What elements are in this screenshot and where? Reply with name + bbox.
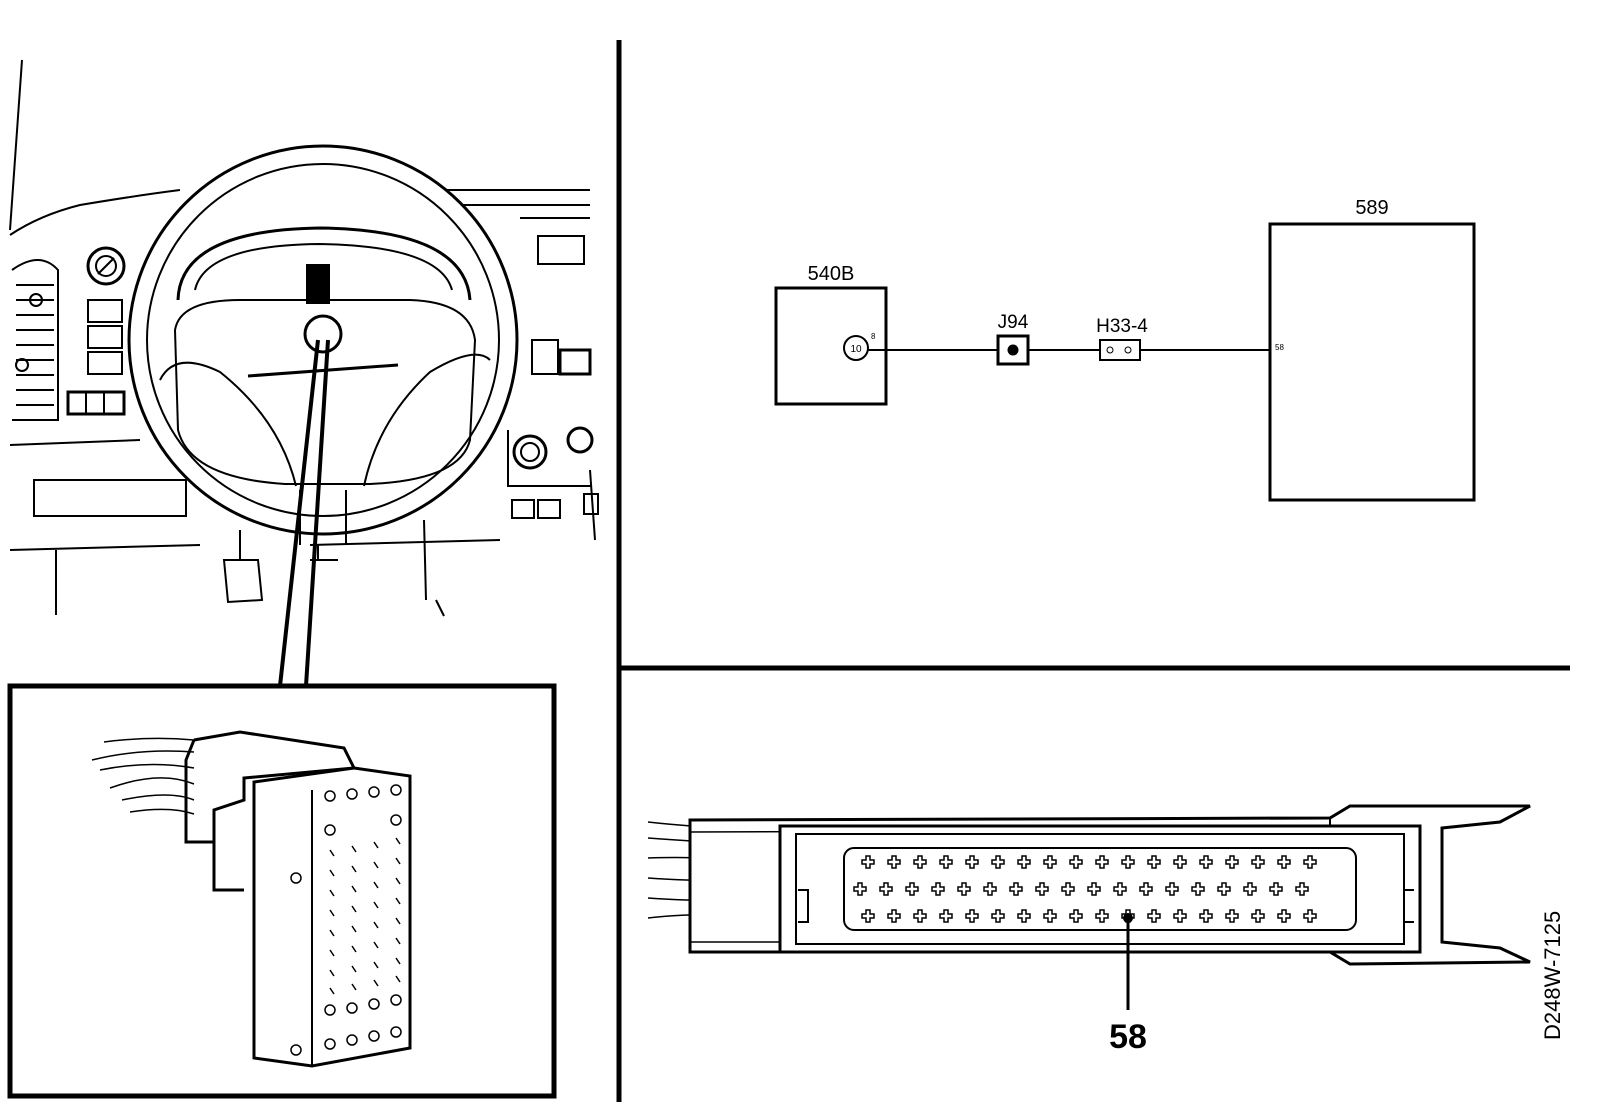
ecu-pin	[1303, 909, 1317, 923]
ecu-pin	[1277, 855, 1291, 869]
ecu-pin	[1009, 882, 1023, 896]
connector-h33-4-symbol	[1099, 339, 1141, 361]
wiring-schematic	[774, 222, 1476, 502]
connector-label-j94: J94	[998, 312, 1029, 333]
connector-closeup-inset	[7, 683, 557, 1099]
connector-pin-grid	[290, 784, 402, 1056]
ecu-pin	[887, 909, 901, 923]
ecu-pin	[1043, 855, 1057, 869]
ecu-pin	[1243, 882, 1257, 896]
ecu-pin	[1139, 882, 1153, 896]
ecu-pin	[1087, 882, 1101, 896]
component-box-589	[1268, 222, 1476, 502]
center-console-controls	[507, 235, 599, 519]
ecu-pin	[991, 909, 1005, 923]
ecu-pin	[1069, 909, 1083, 923]
ecu-pin	[1217, 882, 1231, 896]
ecu-pin	[1173, 909, 1187, 923]
ecu-pin	[887, 855, 901, 869]
ecu-pin	[939, 855, 953, 869]
ecu-connector-view	[647, 804, 1531, 1010]
ecu-pin	[1251, 909, 1265, 923]
ecu-pin	[1061, 882, 1075, 896]
ecu-pin	[1199, 909, 1213, 923]
ecu-pin	[965, 855, 979, 869]
ecu-pin	[1251, 855, 1265, 869]
left-air-vent	[11, 259, 59, 421]
ecu-pin	[1191, 882, 1205, 896]
ecu-pin	[957, 882, 971, 896]
figure-code: D248W-7125	[1540, 910, 1565, 1040]
ecu-pin	[1269, 882, 1283, 896]
ecu-pin	[1147, 909, 1161, 923]
component-box-540b	[774, 286, 888, 406]
dash-storage-slot	[33, 479, 187, 517]
ecu-pin	[1069, 855, 1083, 869]
ecu-pin	[1165, 882, 1179, 896]
ecu-pin	[1043, 909, 1057, 923]
component-label-540b: 540B	[808, 263, 855, 285]
schematic-labels: 540B 589 J94 H33-4 10 8 58	[808, 197, 1389, 355]
ecu-pin	[1303, 855, 1317, 869]
ecu-pin	[1095, 855, 1109, 869]
ecu-pin	[1147, 855, 1161, 869]
ecu-pin	[1121, 855, 1135, 869]
ecu-pin-grid	[853, 855, 1317, 923]
dashboard-illustration	[9, 59, 599, 617]
ecu-pin	[913, 855, 927, 869]
light-switch-knob	[86, 246, 126, 286]
steering-wheel	[127, 144, 519, 545]
ecu-pin	[1277, 909, 1291, 923]
ecu-pin	[983, 882, 997, 896]
ecu-pin	[991, 855, 1005, 869]
ecu-pin	[931, 882, 945, 896]
ecu-pin	[1113, 882, 1127, 896]
pin-label-58: 58	[1275, 343, 1284, 352]
pin-label-small: 8	[871, 332, 876, 341]
dash-switch-column	[66, 299, 126, 416]
ecu-pin	[905, 882, 919, 896]
ecu-pin	[861, 909, 875, 923]
ecu-pin	[1225, 855, 1239, 869]
ecu-pin	[939, 909, 953, 923]
terminal-circle	[843, 335, 869, 361]
ecu-pin	[861, 855, 875, 869]
inset-callout-lines	[278, 339, 330, 687]
ecu-pin	[853, 882, 867, 896]
ecu-pin	[1199, 855, 1213, 869]
panel-dividers	[616, 40, 1570, 1102]
ecu-pin	[1017, 909, 1031, 923]
ecu-pin	[965, 909, 979, 923]
connector-location-marker	[306, 264, 330, 304]
ecu-pin	[1173, 855, 1187, 869]
ecu-pin	[879, 882, 893, 896]
harness-wires	[91, 737, 195, 815]
ecu-pin	[1295, 882, 1309, 896]
ecu-pin	[1095, 909, 1109, 923]
ecu-pin	[1035, 882, 1049, 896]
ecu-pin	[1017, 855, 1031, 869]
pin-callout-label: 58	[1109, 1018, 1147, 1056]
terminal-label: 10	[850, 344, 862, 355]
component-label-589: 589	[1355, 197, 1388, 219]
pedals	[55, 519, 445, 617]
ecu-pin	[913, 909, 927, 923]
connector-label-h33-4: H33-4	[1096, 316, 1148, 337]
ecu-pin	[1225, 909, 1239, 923]
